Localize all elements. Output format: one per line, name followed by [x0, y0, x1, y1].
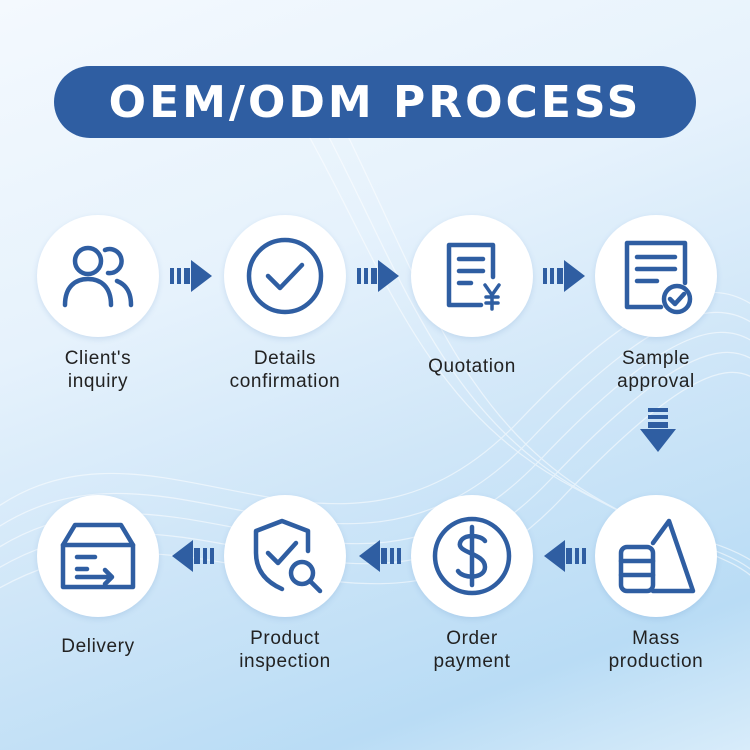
step-circle	[411, 215, 533, 337]
mass-production-icon	[618, 518, 696, 594]
arrow-right-icon	[170, 260, 212, 292]
step-delivery: Delivery	[18, 495, 178, 695]
shield-search-icon	[253, 518, 323, 594]
arrow-down-icon	[640, 408, 676, 452]
arrow-right-3	[543, 258, 589, 294]
check-circle-icon	[246, 237, 324, 315]
arrow-right-2	[357, 258, 403, 294]
step-label: Delivery	[61, 636, 135, 657]
step-circle	[411, 495, 533, 617]
arrow-left-icon	[172, 540, 214, 572]
page-title: OEM/ODM PROCESS	[108, 76, 642, 128]
title-banner: OEM/ODM PROCESS	[54, 66, 696, 138]
arrow-down	[635, 408, 681, 454]
arrow-left-2	[355, 538, 401, 574]
step-circle	[224, 495, 346, 617]
step-circle	[595, 215, 717, 337]
arrow-left-3	[168, 538, 214, 574]
arrow-right-1	[170, 258, 216, 294]
document-check-icon	[624, 240, 693, 315]
step-circle	[224, 215, 346, 337]
step-label: Quotation	[428, 356, 516, 377]
arrow-left-icon	[359, 540, 401, 572]
step-quotation: Quotation	[392, 215, 552, 415]
arrow-left-1	[540, 538, 586, 574]
step-circle	[37, 215, 159, 337]
delivery-box-icon	[60, 522, 136, 590]
users-icon	[62, 245, 134, 308]
step-circle	[37, 495, 159, 617]
arrow-left-icon	[544, 540, 586, 572]
quotation-yen-icon	[446, 242, 501, 311]
dollar-icon	[432, 516, 512, 596]
step-circle	[595, 495, 717, 617]
arrow-right-icon	[543, 260, 585, 292]
arrow-right-icon	[357, 260, 399, 292]
